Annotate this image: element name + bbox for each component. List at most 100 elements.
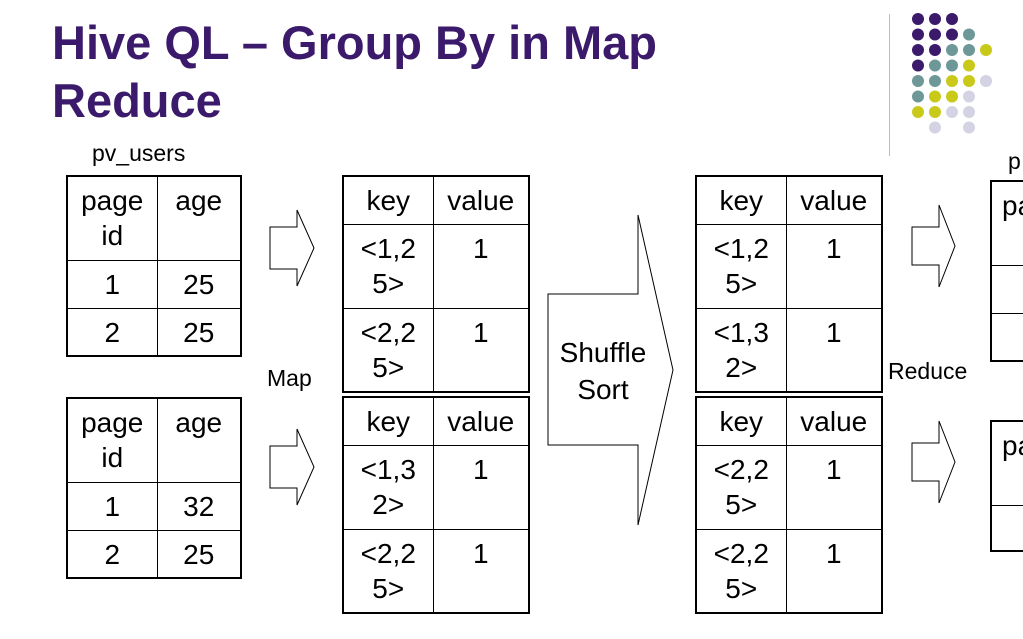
header-cell-value: value <box>785 175 883 225</box>
map-arrow-1-icon <box>269 209 315 287</box>
table-cell-value: 1 <box>432 307 530 393</box>
header-cell-value: value <box>785 396 883 446</box>
table-cell-value: 1 <box>785 307 883 393</box>
table-cell: 25 <box>156 529 242 579</box>
table-row <box>990 504 1023 552</box>
table-cell-value: 1 <box>432 528 530 614</box>
decor-dot <box>929 44 941 56</box>
decor-dot <box>912 13 924 25</box>
decor-dot <box>963 28 975 41</box>
decor-dot <box>929 28 941 41</box>
table-cell: 32 <box>156 481 242 531</box>
decor-dot <box>912 59 924 72</box>
decor-dot <box>980 44 992 56</box>
header-cell-key: key <box>695 175 787 225</box>
decor-dot <box>946 44 958 56</box>
table-cell-value: 1 <box>432 444 530 530</box>
table-row: 2 25 <box>66 307 242 357</box>
output-table-2-partial: pa <box>990 420 1023 552</box>
table-cell-value: 1 <box>785 223 883 309</box>
decor-dot <box>929 13 941 25</box>
table-cell: 1 <box>66 481 158 531</box>
table-row: 1 25 <box>66 259 242 309</box>
decor-dot <box>929 59 941 72</box>
decor-dot <box>946 13 958 25</box>
table-header-row: pa <box>990 180 1023 266</box>
table-header-row: key value <box>342 175 530 225</box>
decor-dot-grid <box>912 13 992 134</box>
output-tables-clipped-region: p pa pa <box>988 140 1023 560</box>
decor-dot <box>946 90 958 103</box>
decor-dot <box>929 121 941 134</box>
table-header-row: pa <box>990 420 1023 506</box>
header-cell-age: age <box>156 175 242 261</box>
output-table-caption-fragment: p <box>1008 148 1021 174</box>
reduce-arrow-1-icon <box>911 204 956 288</box>
decor-dot <box>946 59 958 72</box>
table-row: 2 25 <box>66 529 242 579</box>
table-cell: 25 <box>156 307 242 357</box>
decor-dot <box>963 44 975 56</box>
decor-dot <box>912 28 924 41</box>
table-cell <box>990 504 1023 552</box>
sort-text: Sort <box>577 374 629 405</box>
map-arrow-2-icon <box>269 428 315 506</box>
output-table-1-partial: pa <box>990 180 1023 362</box>
table-cell: 2 <box>66 529 158 579</box>
table-row: 1 32 <box>66 481 242 531</box>
table-cell: 2 <box>66 307 158 357</box>
header-cell-value: value <box>432 396 530 446</box>
decor-dot <box>963 90 975 103</box>
table-header-row: key value <box>695 396 883 446</box>
header-cell-fragment: pa <box>990 180 1023 266</box>
map-label: Map <box>267 365 312 391</box>
decor-dot <box>912 44 924 56</box>
slide-title: Hive QL – Group By in Map Reduce <box>52 14 852 130</box>
header-cell-fragment: pa <box>990 420 1023 506</box>
header-cell-value: value <box>432 175 530 225</box>
decor-dot <box>929 90 941 103</box>
table-header-row: key value <box>695 175 883 225</box>
decor-dot <box>963 75 975 87</box>
decor-dot <box>946 75 958 87</box>
header-cell-key: key <box>342 175 434 225</box>
decor-dot <box>912 75 924 87</box>
title-line-1: Hive QL – Group By in Map <box>52 16 658 69</box>
decor-divider-line <box>889 14 890 156</box>
table-cell-value: 1 <box>785 528 883 614</box>
table-cell-value: 1 <box>785 444 883 530</box>
table-cell <box>990 312 1023 362</box>
decor-dot <box>963 106 975 118</box>
table-cell-value: 1 <box>432 223 530 309</box>
shuffle-sort-arrow-icon <box>547 214 674 526</box>
decor-dot <box>963 121 975 134</box>
decor-dot <box>980 75 992 87</box>
decor-dot <box>963 59 975 72</box>
table-cell <box>990 264 1023 314</box>
shuffle-text: Shuffle <box>559 337 647 368</box>
decor-dot <box>946 28 958 41</box>
decor-dot <box>946 106 958 118</box>
header-cell-key: key <box>695 396 787 446</box>
